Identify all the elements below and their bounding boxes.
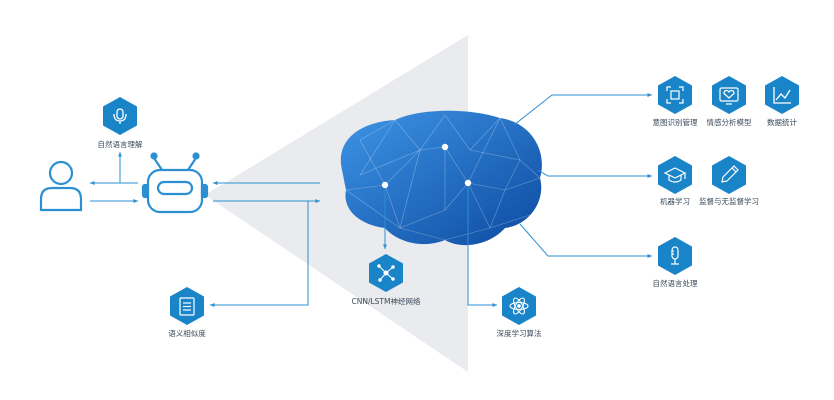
microphone-icon xyxy=(658,237,692,275)
intent-label: 意图识别管理 xyxy=(652,118,698,127)
nlp-label: 自然语言处理 xyxy=(652,279,698,288)
network-icon xyxy=(369,254,403,292)
arrow-to-intent xyxy=(513,93,652,126)
arrow-to-nlp xyxy=(519,223,652,258)
intent-node xyxy=(655,75,695,115)
brain-node xyxy=(381,181,389,189)
document-icon xyxy=(170,287,204,325)
user-icon xyxy=(39,160,83,212)
voice-icon xyxy=(103,97,137,135)
arrow-to-nlu xyxy=(110,152,122,184)
pencil-icon xyxy=(712,156,746,194)
nlu-node xyxy=(100,96,140,136)
supervised-label: 监督与无监督学习 xyxy=(699,197,759,206)
ml-label: 机器学习 xyxy=(660,197,690,206)
atom-icon xyxy=(502,287,536,325)
deep-label: 深度学习算法 xyxy=(496,329,542,338)
emotion-node xyxy=(709,75,749,115)
line-chart-icon xyxy=(765,76,799,114)
deep-node xyxy=(499,286,539,326)
nlp-node xyxy=(655,236,695,276)
heart-monitor-icon xyxy=(712,76,746,114)
cnn-label: CNN/LSTM神经网络 xyxy=(351,297,421,306)
brain-graphic xyxy=(340,110,542,246)
emotion-label: 情感分析模型 xyxy=(706,118,752,127)
arrow-to-deep xyxy=(467,186,497,307)
cnn-node xyxy=(366,253,406,293)
ml-node xyxy=(655,155,695,195)
semantic-label: 语义相似度 xyxy=(168,329,206,338)
stats-label: 数据统计 xyxy=(767,118,797,127)
arrow-to-semantic xyxy=(210,201,309,307)
nlu-label: 自然语言理解 xyxy=(97,140,143,149)
brain-node xyxy=(441,143,449,151)
robot-icon xyxy=(141,152,209,214)
brain-node xyxy=(464,179,472,187)
graduation-cap-icon xyxy=(658,156,692,194)
semantic-node xyxy=(167,286,207,326)
frame-icon xyxy=(658,76,692,114)
stats-node xyxy=(762,75,802,115)
arrow-to-ml xyxy=(537,169,652,178)
supervised-node xyxy=(709,155,749,195)
